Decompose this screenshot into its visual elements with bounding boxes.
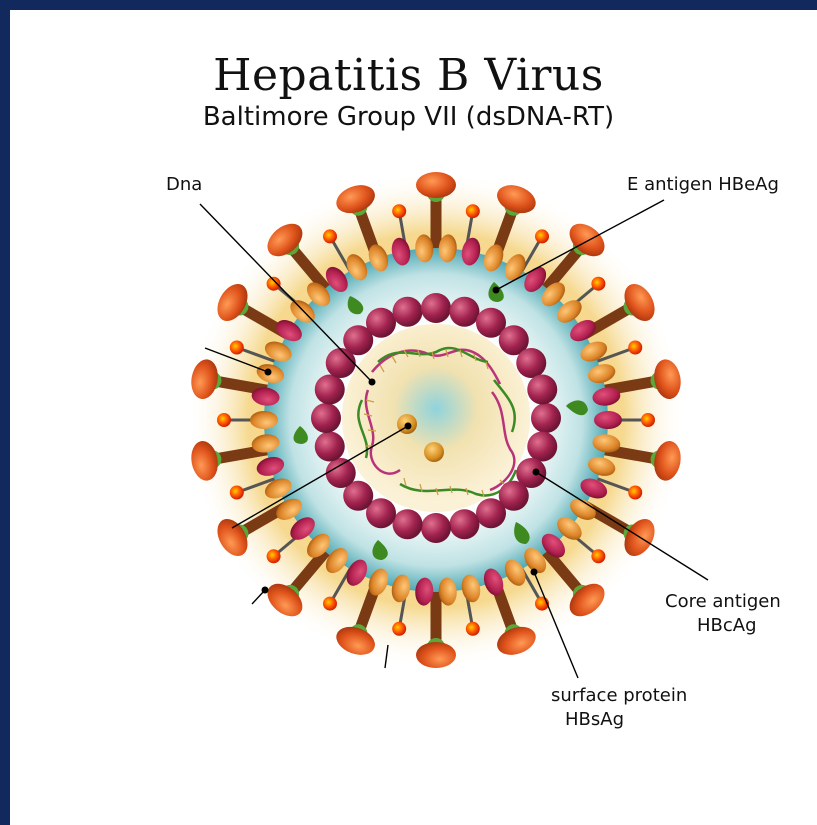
capsid-bead	[315, 375, 345, 405]
capsid-bead	[527, 431, 557, 461]
spike-tip	[230, 340, 244, 354]
spike-tip	[628, 340, 642, 354]
left-leader-dot-3	[262, 587, 269, 594]
spike-tip	[628, 486, 642, 500]
spike-tip	[323, 597, 337, 611]
capsid-bead	[421, 293, 451, 323]
spike-tip	[267, 277, 281, 291]
capsid-bead	[449, 297, 479, 327]
capsid-bead	[393, 509, 423, 539]
surface-protein-label-line1: surface protein	[551, 684, 687, 708]
capsid-bead	[315, 431, 345, 461]
spike-tip	[466, 204, 480, 218]
spike-tip	[466, 622, 480, 636]
capsid-bead	[531, 403, 561, 433]
spike-tip	[267, 549, 281, 563]
surface-protein-label-line2: HBsAg	[565, 708, 624, 732]
capsid-bead	[421, 513, 451, 543]
dna-leader-dot	[369, 379, 376, 386]
spike-tip	[641, 413, 655, 427]
e-antigen-label: E antigen HBeAg	[627, 173, 779, 197]
capsid-bead	[366, 308, 396, 338]
dna-label: Dna	[166, 173, 202, 197]
capsid-bead	[527, 375, 557, 405]
spike-tip	[535, 229, 549, 243]
spike-tip	[591, 277, 605, 291]
capsid-bead	[476, 498, 506, 528]
membrane-bead-magenta	[594, 411, 622, 429]
spike-tip	[323, 229, 337, 243]
capsid-bead	[516, 348, 546, 378]
core-antigen-leader-dot	[533, 469, 540, 476]
spike-tip	[230, 486, 244, 500]
spike-tip	[392, 622, 406, 636]
core-antigen-label-line1: Core antigen	[665, 590, 781, 614]
left-mask	[10, 320, 210, 340]
membrane-bead	[250, 411, 278, 429]
spike-cap	[416, 642, 456, 668]
polymerase-bead	[424, 442, 444, 462]
e-antigen-leader-dot	[493, 287, 500, 294]
spike-tip	[217, 413, 231, 427]
spike-cap	[416, 172, 456, 198]
surface-protein-leader-dot	[531, 569, 538, 576]
capsid-bead	[326, 458, 356, 488]
capsid-bead	[311, 403, 341, 433]
spike-tip	[591, 549, 605, 563]
left-leader-dot-2	[405, 423, 412, 430]
left-leader-dot-1	[265, 369, 272, 376]
core-antigen-label-line2: HBcAg	[697, 614, 757, 638]
capsid-bead	[449, 509, 479, 539]
spike-tip	[392, 204, 406, 218]
capsid-bead	[393, 297, 423, 327]
